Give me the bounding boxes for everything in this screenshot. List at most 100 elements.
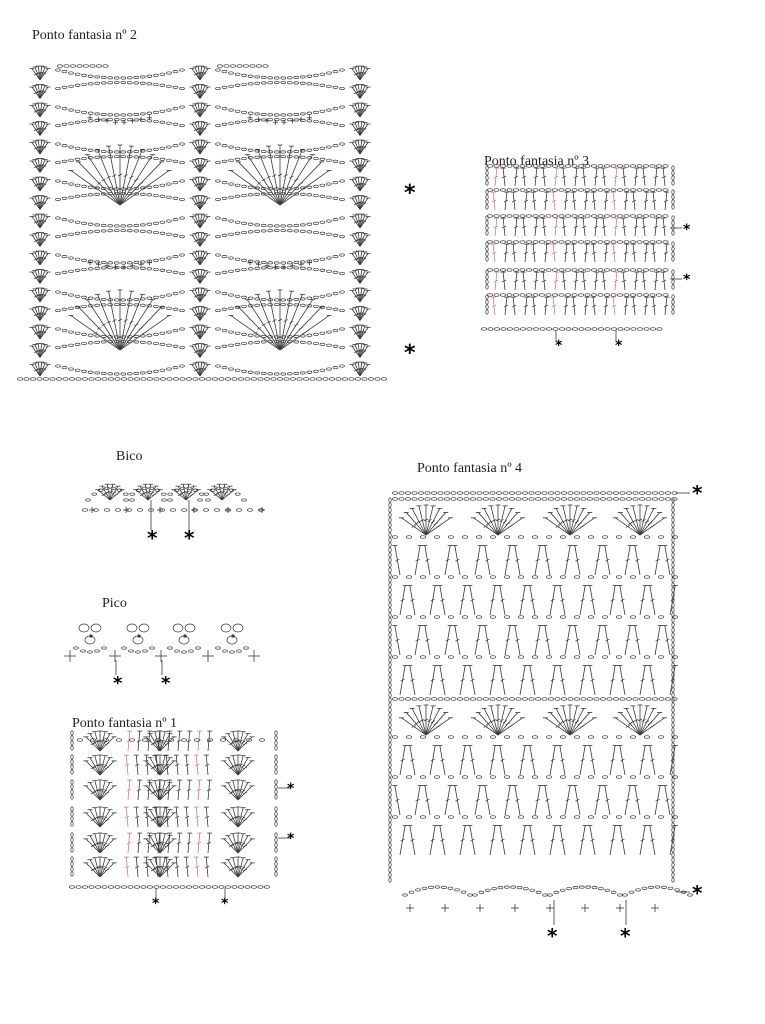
chain-stitch: [558, 214, 565, 218]
chain-stitch: [332, 218, 339, 222]
double-crochet-bar: [361, 109, 367, 113]
chain-stitch: [100, 192, 107, 196]
chain-stitch: [133, 303, 140, 307]
double-crochet-bar: [361, 220, 367, 224]
chain-stitch: [457, 491, 463, 495]
chain-stitch: [332, 292, 339, 296]
chain-stitch: [273, 372, 280, 376]
chain-stitch: [126, 229, 133, 233]
double-crochet-bar: [663, 199, 669, 203]
chain-stitch: [74, 109, 81, 113]
chain-stitch: [247, 222, 254, 226]
double-crochet-bar: [38, 256, 44, 260]
double-crochet-bar: [361, 368, 367, 372]
chain-stitch: [326, 330, 332, 334]
double-crochet-bar: [360, 220, 365, 223]
double-crochet-bar: [198, 330, 204, 334]
chain-stitch: [274, 816, 278, 822]
double-crochet-bar: [201, 350, 207, 354]
chain-stitch: [134, 377, 140, 381]
chain-stitch: [671, 215, 675, 221]
chain-stitch: [146, 74, 153, 78]
chain-stitch: [273, 224, 280, 228]
double-crochet-bar: [198, 367, 204, 371]
chain-stitch: [61, 218, 68, 222]
chain-stitch: [662, 188, 669, 192]
chain-stitch: [483, 491, 489, 495]
chain-stitch: [339, 234, 345, 239]
chain-stitch: [604, 268, 610, 272]
double-crochet-bar: [40, 331, 45, 334]
chain-stitch: [126, 113, 133, 117]
double-crochet-bar: [356, 201, 362, 204]
chain-stitch: [610, 293, 617, 297]
double-crochet-bar: [631, 199, 637, 203]
double-crochet-bar: [200, 146, 205, 149]
chain-stitch: [309, 377, 316, 381]
chain-stitch: [55, 105, 61, 109]
chain-stitch: [319, 120, 326, 124]
double-crochet-bar: [543, 251, 549, 255]
chain-stitch: [326, 293, 332, 297]
chain-stitch: [388, 712, 392, 718]
chain-stitch: [604, 293, 610, 297]
chain-stitch: [159, 368, 166, 372]
double-crochet-bar: [491, 304, 497, 308]
chain-stitch: [116, 738, 122, 742]
chain-stitch: [133, 229, 140, 233]
chain-stitch: [671, 707, 675, 713]
chain-stitch: [624, 327, 630, 331]
chain-stitch: [319, 257, 326, 261]
chain-stitch: [671, 256, 675, 262]
chain-stitch: [228, 306, 234, 310]
double-crochet-bar: [201, 239, 207, 243]
chain-stitch: [260, 192, 267, 196]
chain-stitch: [121, 377, 127, 381]
chain-stitch: [113, 154, 120, 159]
chain-stitch: [293, 260, 300, 264]
chain-stitch: [159, 109, 166, 113]
chain-stitch: [70, 779, 74, 785]
chain-stitch: [247, 185, 254, 189]
chain-stitch: [485, 180, 489, 186]
chain-stitch: [306, 82, 313, 86]
double-crochet-bar: [633, 175, 639, 179]
double-crochet-bar: [531, 304, 537, 308]
chain-stitch: [23, 377, 30, 381]
chain-stitch: [81, 267, 87, 272]
chain-stitch: [186, 885, 192, 889]
double-crochet-bar: [511, 304, 517, 308]
double-crochet-bar: [356, 164, 362, 167]
chain-stitch: [485, 304, 489, 310]
double-crochet-bar: [571, 304, 577, 308]
chain-stitch: [100, 260, 107, 264]
double-crochet-bar: [360, 275, 365, 279]
chain-stitch: [120, 302, 127, 307]
double-crochet-bar: [503, 199, 509, 203]
chain-stitch: [133, 297, 140, 301]
chain-stitch: [326, 232, 332, 236]
double-crochet-bar: [200, 368, 205, 371]
chain-stitch: [153, 304, 159, 309]
chain-stitch: [215, 142, 221, 146]
chain-stitch: [539, 188, 545, 192]
chain-stitch: [87, 222, 94, 226]
chain-stitch: [254, 260, 261, 264]
chain-stitch: [280, 80, 287, 85]
chain-stitch: [306, 74, 313, 78]
chain-stitch: [74, 294, 81, 298]
chain-stitch: [87, 185, 94, 189]
chain-stitch: [493, 240, 500, 244]
chain-stitch: [643, 240, 649, 244]
chain-stitch: [74, 183, 81, 187]
chain-stitch: [339, 364, 345, 368]
chain-stitch: [280, 298, 287, 302]
chain-stitch: [339, 271, 345, 276]
chain-stitch: [94, 155, 101, 159]
chain-stitch: [126, 261, 133, 265]
chain-stitch: [332, 107, 339, 111]
chain-stitch: [228, 108, 234, 112]
chain-stitch: [604, 240, 610, 244]
chain-stitch: [671, 687, 675, 693]
double-crochet-bar: [541, 175, 547, 179]
